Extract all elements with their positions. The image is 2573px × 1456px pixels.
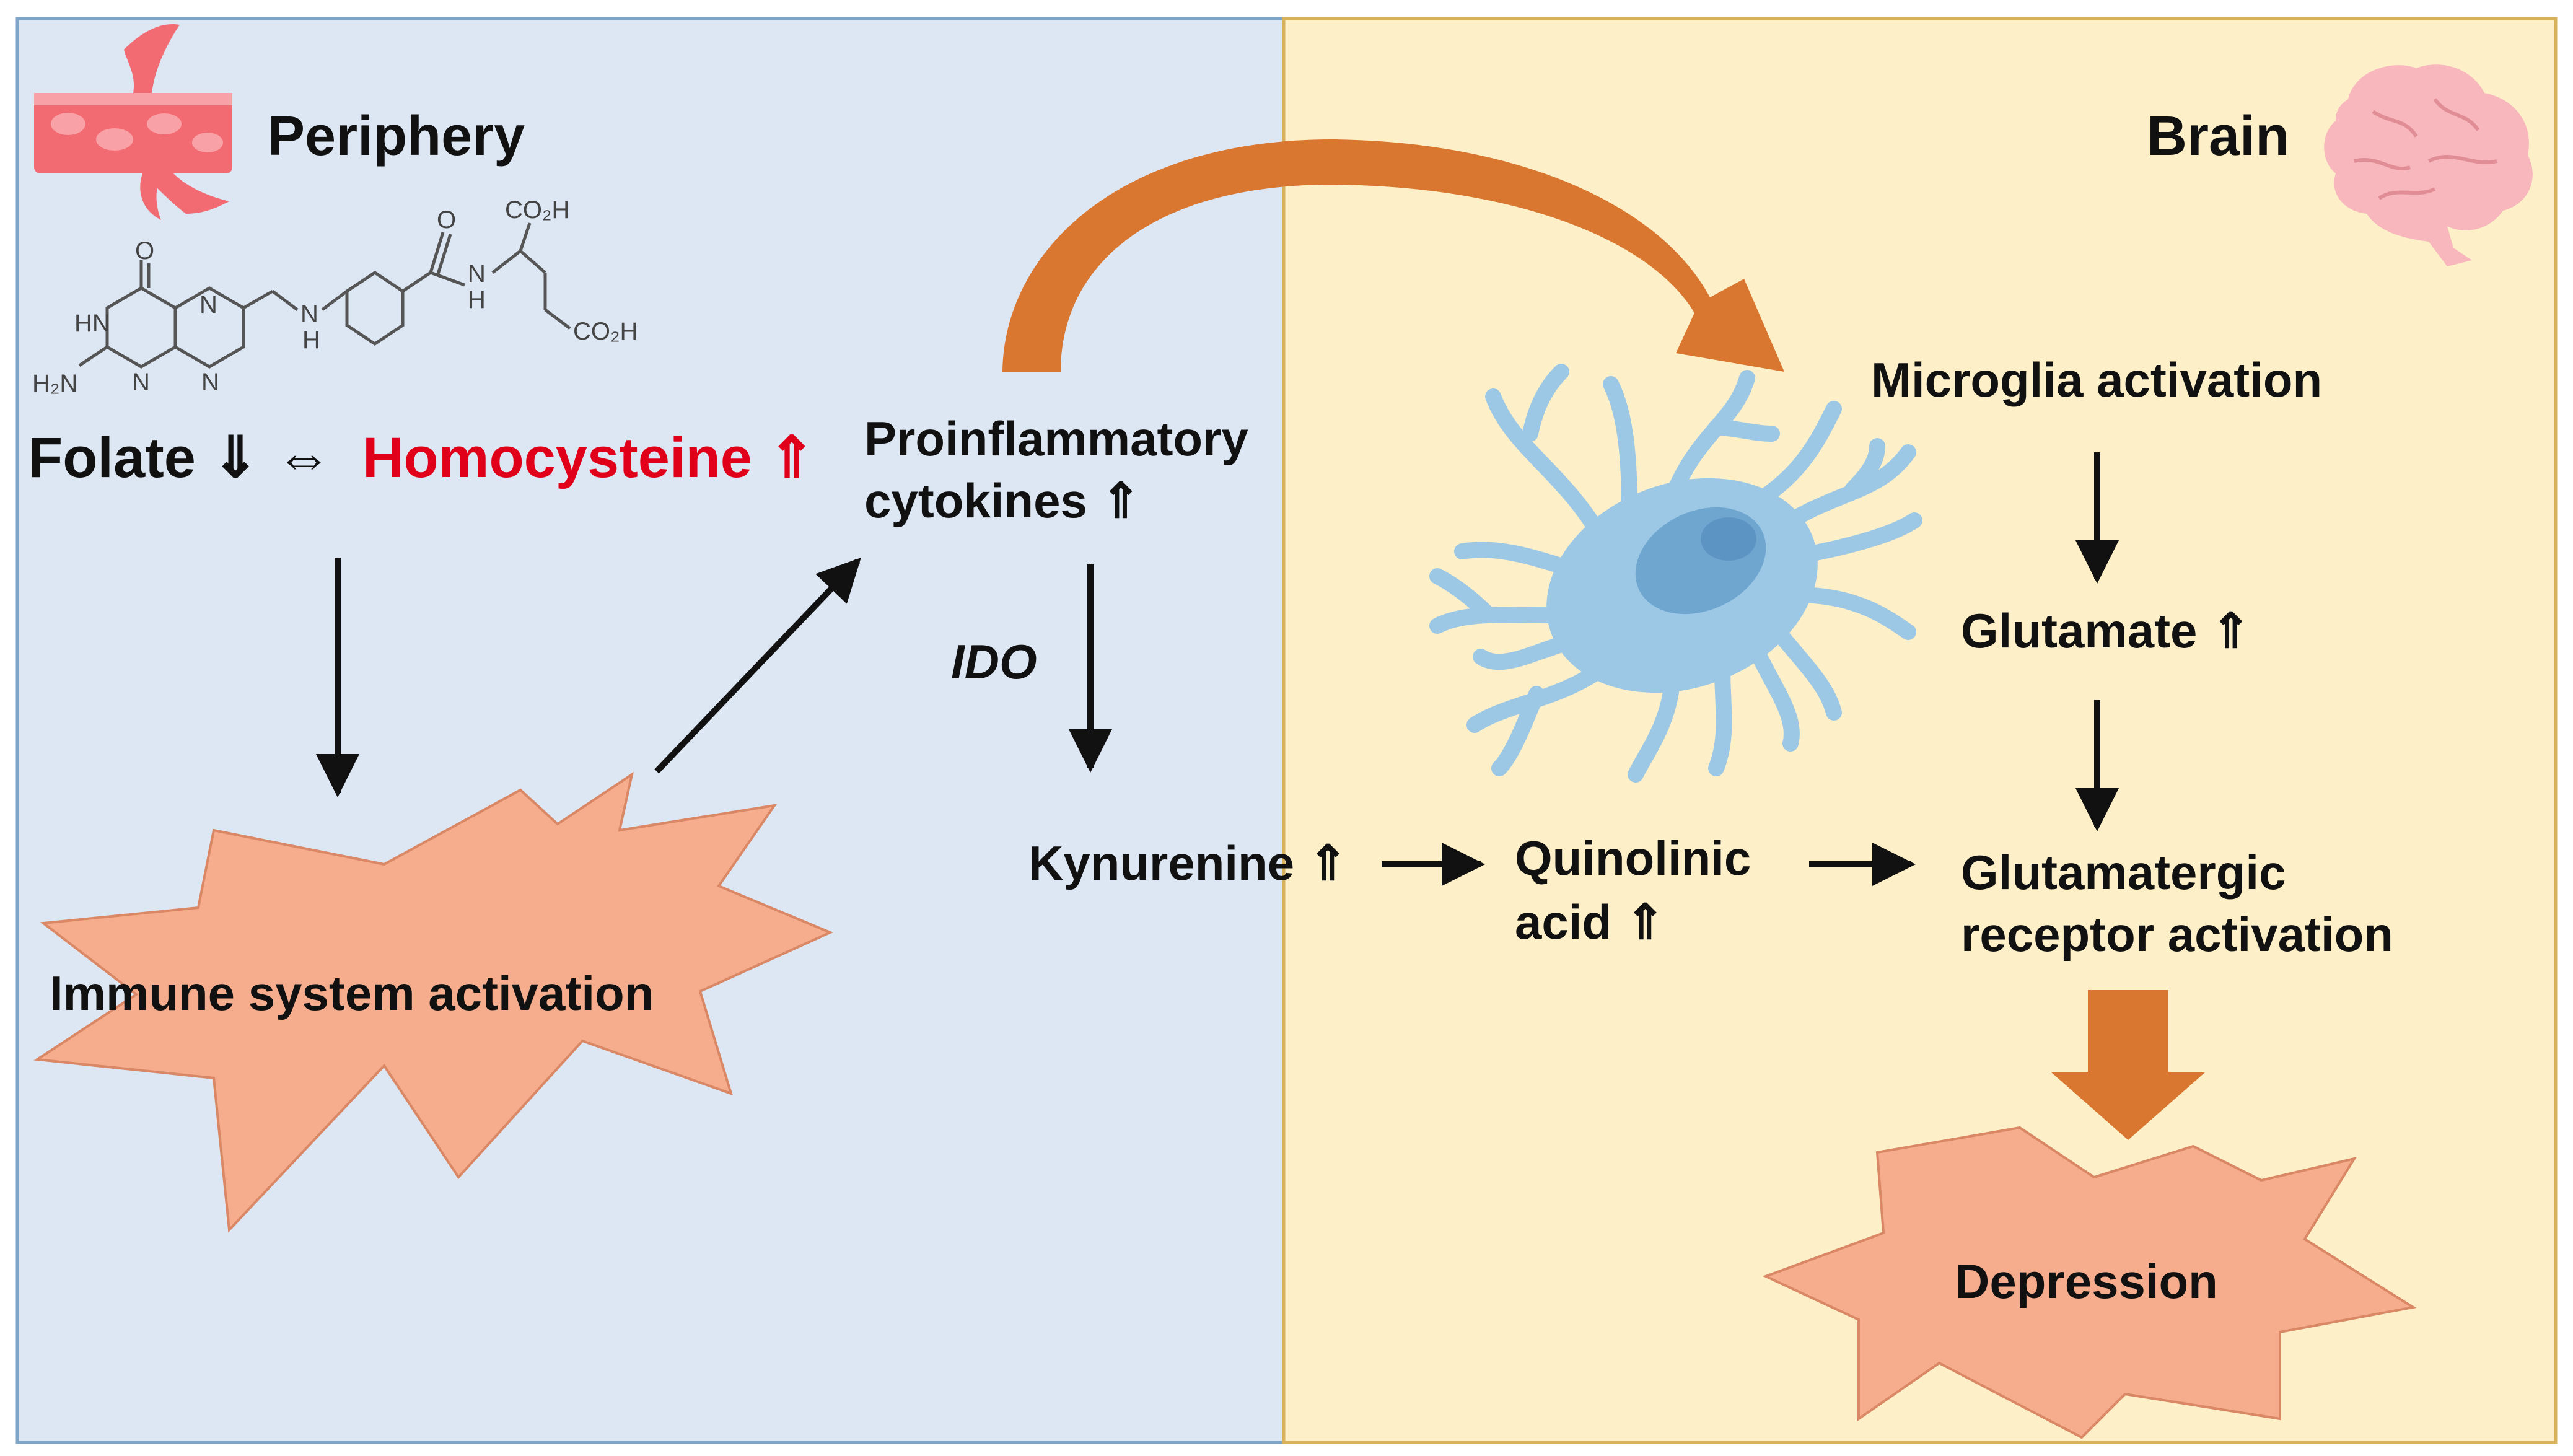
quinolinic-label-line2: acid ⇑ — [1515, 895, 1665, 949]
svg-text:CO₂H: CO₂H — [573, 318, 638, 345]
depression-label: Depression — [1955, 1254, 2218, 1309]
depression-arrow — [2051, 990, 2206, 1140]
quinolinic-label-line1: Quinolinic — [1515, 831, 1751, 885]
homocysteine-label: Homocysteine ⇑ — [362, 426, 816, 489]
svg-text:HN: HN — [74, 310, 110, 337]
folate-chemical-structure — [78, 222, 571, 369]
immune-to-cytokines-arrow — [654, 557, 861, 774]
depression-burst — [1762, 1126, 2417, 1439]
svg-text:N: N — [199, 291, 217, 318]
svg-text:N: N — [132, 369, 150, 396]
svg-text:H₂N: H₂N — [32, 370, 77, 397]
receptor-label-line2: receptor activation — [1961, 907, 2393, 962]
blood-vessel-icon — [34, 24, 232, 220]
microglia-label: Microglia activation — [1871, 353, 2322, 407]
big-curved-arrow — [1002, 139, 1784, 372]
cytokines-label-line1: Proinflammatory — [864, 411, 1248, 466]
folate-structure-labels: O HN H₂N N N N N H O N H CO₂H CO₂H — [32, 196, 638, 397]
svg-text:CO₂H: CO₂H — [505, 196, 569, 224]
microglia-cell-illustration — [1429, 364, 1922, 783]
svg-text:O: O — [135, 237, 154, 265]
immune-burst — [33, 771, 834, 1233]
folate-label: Folate ⇓ ⇔ — [28, 426, 332, 489]
cytokines-label-line2: cytokines ⇑ — [864, 473, 1141, 528]
svg-text:N: N — [300, 300, 318, 328]
ido-label: IDO — [951, 634, 1037, 689]
glutamate-label: Glutamate ⇑ — [1961, 603, 2251, 658]
svg-text:H: H — [468, 286, 486, 314]
immune-label: Immune system activation — [50, 966, 654, 1020]
brain-icon — [2324, 64, 2533, 267]
brain-title: Brain — [2147, 105, 2289, 167]
receptor-label-line1: Glutamatergic — [1961, 845, 2286, 900]
periphery-title: Periphery — [268, 105, 525, 167]
svg-text:O: O — [437, 206, 456, 234]
pathway-arrows — [316, 452, 2119, 886]
svg-text:N: N — [201, 369, 219, 396]
kynurenine-label: Kynurenine ⇑ — [1028, 836, 1348, 890]
svg-text:N: N — [468, 260, 486, 287]
svg-text:H: H — [302, 327, 320, 354]
